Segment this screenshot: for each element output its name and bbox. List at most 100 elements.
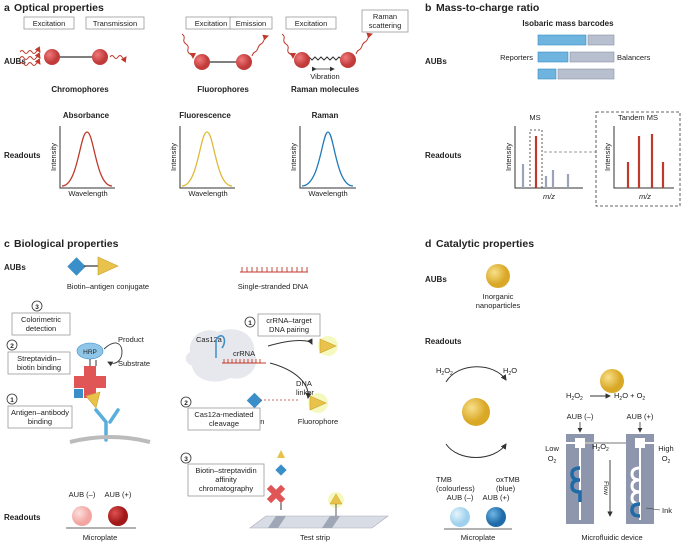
h2o2-label: H2O2: [566, 391, 583, 402]
crispr-step-2-badge: [180, 396, 192, 408]
vibration-bond: [305, 56, 343, 61]
axis-wavelength-label: Wavelength: [188, 189, 227, 198]
aub-positive-well: [108, 506, 128, 526]
crispr-step-1-label-1: crRNA–target: [266, 316, 312, 325]
chromophore-molecule: [92, 49, 108, 65]
streptavidin-icon: [266, 484, 286, 504]
nanoparticle-catalyst-icon: [462, 398, 490, 426]
mass-barcodes: [537, 34, 615, 80]
panel-d: d Catalytic properties AUBs Readouts Ino…: [425, 238, 674, 542]
crispr-step-1-label-2: DNA pairing: [269, 325, 309, 334]
test-strip-label: Test strip: [300, 533, 330, 542]
product-label: Product: [118, 335, 145, 344]
panel-a: a Optical properties AUBs Readouts Excit…: [4, 2, 409, 198]
low-o2-label: Low: [545, 444, 559, 453]
oxtmb-label-2: (blue): [496, 484, 516, 493]
ms-axes: [514, 126, 583, 189]
scattering-wave-icon: [355, 32, 373, 55]
aub-negative-well: [72, 506, 92, 526]
cas12a-icon: [185, 329, 257, 382]
aub-negative-label: AUB (–): [69, 490, 96, 499]
panel-a-title: Optical properties: [14, 2, 104, 14]
microplate-label: Microplate: [83, 533, 118, 542]
step-1-box: [7, 405, 73, 429]
axis-intensity-label: Intensity: [49, 143, 58, 171]
excitation-wave-icon: [19, 46, 41, 66]
fluorophore-label: Fluorophore: [298, 417, 338, 426]
tandem-ms-box: [595, 111, 681, 207]
cleavage-arrow: [269, 362, 312, 399]
raman-excitation-label: Excitation: [295, 19, 328, 28]
panel-a-readouts-label: Readouts: [4, 151, 41, 160]
crrna-label: crRNA: [233, 349, 255, 358]
fluorescence-title: Fluorescence: [179, 111, 231, 120]
axis-intensity-label: Intensity: [289, 143, 298, 171]
panel-a-aubs-label: AUBs: [4, 57, 26, 66]
chromophore-molecule: [44, 49, 60, 65]
absorbance-peak: [61, 131, 113, 187]
excitation-box: [23, 16, 75, 30]
fluorophore-molecule: [236, 54, 252, 70]
absorbance-title: Absorbance: [63, 111, 110, 120]
fluorophore-molecule: [194, 54, 210, 70]
step-1-label-2: binding: [28, 417, 52, 426]
step-2-number: 2: [10, 343, 14, 350]
aub-negative-label: AUB (–): [447, 493, 474, 502]
cell-membrane: [69, 435, 151, 444]
panel-b-aubs-label: AUBs: [425, 57, 447, 66]
step-1-number: 1: [10, 397, 14, 404]
chromo-excitation-label: Excitation: [33, 19, 66, 28]
crispr-step-3-number: 3: [184, 456, 188, 463]
oxtmb-label-1: oxTMB: [496, 475, 520, 484]
crispr-step-2-label-2: cleavage: [209, 419, 239, 428]
panel-c-aubs-label: AUBs: [4, 263, 26, 272]
step-3-badge: [31, 300, 43, 312]
emission-wave-icon: [251, 34, 269, 57]
panel-d-aubs-label: AUBs: [425, 275, 447, 284]
emission-box: [229, 16, 273, 30]
crispr-step-3-box: [187, 463, 265, 497]
panel-d-title: Catalytic properties: [436, 238, 534, 250]
h2o-label: H2O: [503, 366, 517, 377]
balancers-label: Balancers: [617, 53, 651, 62]
fluoro-excitation-label: Excitation: [195, 19, 228, 28]
conjugate-label: Biotin–antigen conjugate: [67, 282, 149, 291]
axis-wavelength-label: Wavelength: [308, 189, 347, 198]
test-strip-icon: [249, 450, 389, 529]
crispr-step-2-number: 2: [184, 400, 188, 407]
panel-d-readouts-label: Readouts: [425, 337, 462, 346]
hrp-reaction-arrow: [103, 342, 123, 367]
flow-label: Flow: [602, 481, 609, 495]
crispr-step-2-box: [187, 407, 261, 431]
panel-c: c Biological properties AUBs Readouts Bi…: [4, 238, 389, 542]
aub-positive-well: [486, 507, 506, 527]
crrna-icon: [215, 335, 226, 358]
panel-b: b Mass-to-charge ratio AUBs Readouts Iso…: [425, 2, 681, 207]
panel-d-letter: d: [425, 238, 431, 250]
fluorophores-title: Fluorophores: [197, 85, 249, 94]
ink-label: Ink: [662, 506, 672, 515]
axis-intensity-label: Intensity: [603, 143, 612, 171]
hrp-label: HRP: [83, 349, 97, 356]
crispr-step-2-label-1: Cas12a-mediated: [194, 410, 253, 419]
fluorescence-peak: [181, 131, 233, 187]
biotin-icon: [246, 392, 263, 409]
step-3-label-1: Colorimetric: [21, 315, 61, 324]
panel-a-letter: a: [4, 2, 10, 14]
chromophores-title: Chromophores: [51, 85, 109, 94]
dna-linker-label-2: linker: [296, 388, 314, 397]
raman-peak: [301, 131, 354, 187]
tmb-label-1: TMB: [436, 475, 452, 484]
crispr-step-3-badge: [180, 452, 192, 464]
dna-linker-label-1: DNA: [296, 379, 312, 388]
axis-intensity-label: Intensity: [169, 143, 178, 171]
low-o2-subscript: O2: [548, 454, 557, 465]
step-1-badge: [6, 393, 18, 405]
cas12a-label: Cas12a: [196, 335, 223, 344]
step-3-label-2: detection: [26, 324, 56, 333]
panel-c-title: Biological properties: [14, 238, 119, 250]
step-3-number: 3: [35, 304, 39, 311]
ssdna-label: Single-stranded DNA: [238, 282, 308, 291]
ms-label: MS: [529, 113, 540, 122]
raman-scattering-label-2: scattering: [369, 21, 402, 30]
